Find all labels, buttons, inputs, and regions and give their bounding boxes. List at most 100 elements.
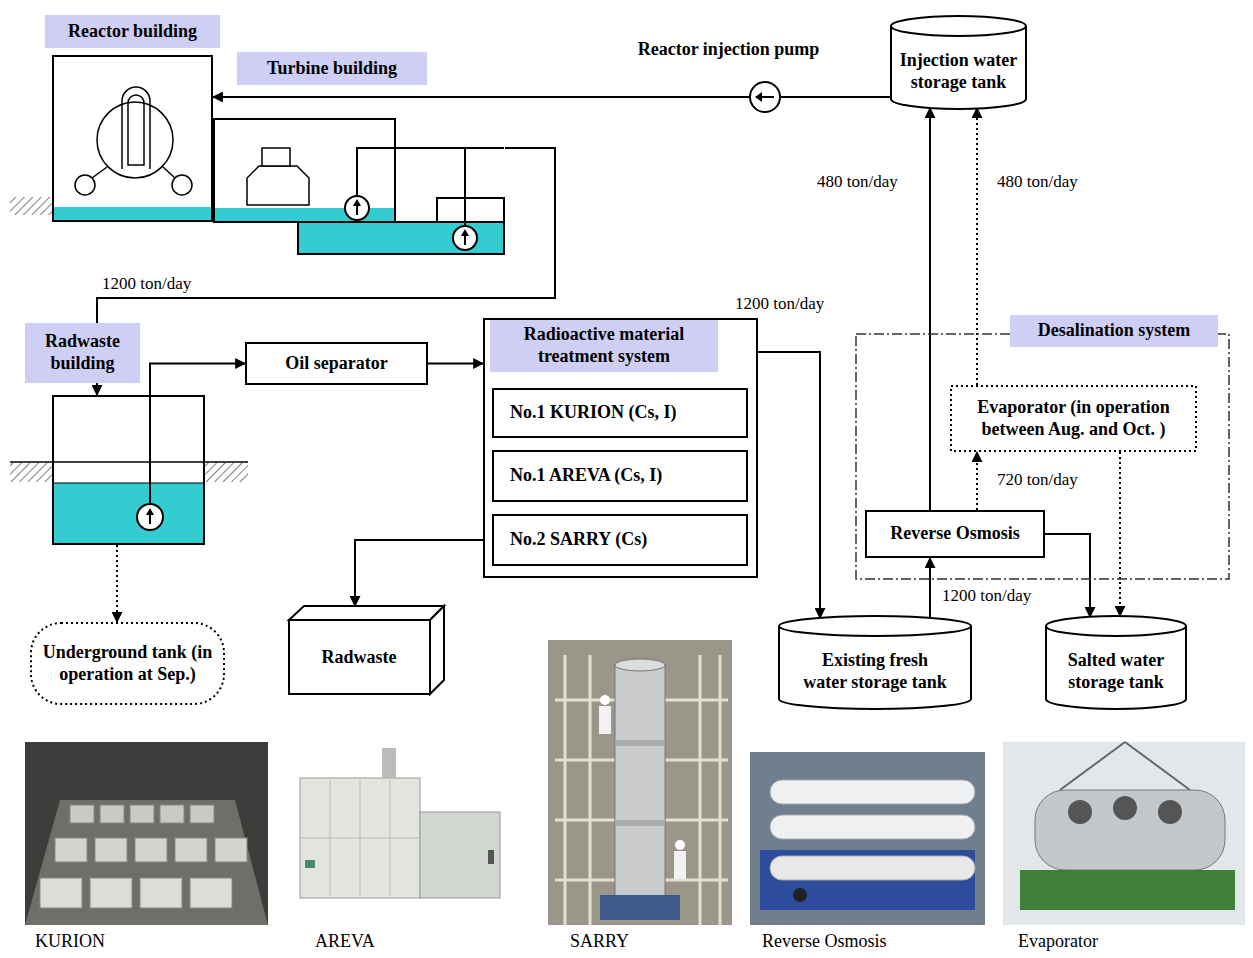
planned-flow-line <box>976 108 978 385</box>
photo-caption: Reverse Osmosis <box>762 931 887 953</box>
worker <box>600 695 610 705</box>
turbine-top <box>262 148 290 166</box>
desalination-system-box: Desalination systemEvaporator (in operat… <box>855 333 1230 580</box>
worker <box>675 840 685 850</box>
box-front <box>289 620 430 694</box>
kurion-vessel <box>135 838 167 862</box>
reactor-building: Reactor building <box>52 55 213 222</box>
box-outline <box>493 389 747 437</box>
flooded-water <box>54 207 211 220</box>
text-area: Underground tank (in operation at Sep.) <box>40 628 215 699</box>
treatment-unit-box: No.2 SARRY (Cs) <box>492 514 748 566</box>
dotted-outline <box>31 623 224 704</box>
text-area: No.1 AREVA (Cs, I) <box>510 454 740 498</box>
box-outline <box>246 343 427 384</box>
areva-logo <box>305 860 315 868</box>
building-label: Turbine building <box>267 58 397 80</box>
turbine-building: Turbine building <box>213 118 505 255</box>
treatment-system-box: Radioactive material treatment systemNo.… <box>483 318 758 578</box>
worker <box>599 706 611 734</box>
pump-symbol <box>750 82 780 112</box>
text-area: Reverse Osmosis <box>871 514 1039 554</box>
process-label: Evaporator (in operation between Aug. an… <box>958 397 1189 440</box>
node-shape <box>749 81 781 113</box>
sarry-band <box>615 820 665 826</box>
scaffold <box>564 655 567 925</box>
flow-line <box>150 364 245 396</box>
kurion-vessel <box>70 805 94 823</box>
ground-line <box>53 461 204 463</box>
ro-frame <box>760 850 975 910</box>
sarry-vessel <box>615 665 665 900</box>
text-area: No.1 KURION (Cs, I) <box>510 392 740 434</box>
sarry-vessel-top <box>615 659 665 671</box>
kurion-photo <box>25 742 268 925</box>
kurion-vessel <box>175 838 207 862</box>
photo-caption: AREVA <box>315 931 375 953</box>
tank-top <box>779 616 971 636</box>
scaffold <box>589 655 592 925</box>
text-area: Oil separator <box>251 346 422 381</box>
areva-handle <box>488 850 494 864</box>
kurion-vessel <box>190 805 214 823</box>
water-surface <box>53 483 204 484</box>
storage-tank: Salted water storage tank <box>1045 615 1187 710</box>
areva-cabinet <box>300 778 420 898</box>
evaporator-photo <box>1003 742 1245 925</box>
planned-flow-line <box>976 452 978 510</box>
turbine-symbol <box>247 166 309 205</box>
kurion-vessel <box>55 838 87 862</box>
node-shape <box>52 395 205 545</box>
tank-label: Underground tank (in operation at Sep.) <box>40 642 215 685</box>
planned-flow-line <box>1119 452 1121 616</box>
heading-plate: Desalination system <box>1010 315 1218 347</box>
node-shape <box>213 118 505 255</box>
ground-hatch <box>10 197 52 215</box>
photo-caption: Evaporator <box>1018 931 1098 953</box>
pump-label: Reactor injection pump <box>638 39 820 61</box>
evaporator-box: Evaporator (in operation between Aug. an… <box>950 385 1197 452</box>
text-area: Injection water storage tank <box>894 39 1023 104</box>
reactor-core <box>128 95 144 165</box>
containment-vessel <box>97 102 173 178</box>
box-side <box>430 606 444 694</box>
kurion-vessel <box>40 878 82 908</box>
system-label: Radioactive material treatment system <box>498 324 710 367</box>
node-shape <box>52 55 213 222</box>
tank-label: Injection water storage tank <box>894 50 1023 93</box>
areva-module <box>420 812 500 898</box>
text-area: Evaporator (in operation between Aug. an… <box>958 389 1189 448</box>
pipe <box>357 148 504 196</box>
photo-caption: SARRY <box>570 931 629 953</box>
reactor-vessel <box>122 87 150 169</box>
kurion-vessel <box>190 878 232 908</box>
tank-top <box>891 16 1026 36</box>
system-label: Desalination system <box>1038 320 1191 342</box>
treatment-unit-box: No.1 AREVA (Cs, I) <box>492 450 748 502</box>
flooded-pit <box>298 222 504 254</box>
sarry-base <box>600 895 680 920</box>
areva-panel-line <box>300 838 420 839</box>
kurion-vessel <box>160 805 184 823</box>
kurion-floor <box>25 800 268 925</box>
evaporator-port <box>1158 800 1182 824</box>
storage-tank: Injection water storage tank <box>890 15 1027 110</box>
storage-tank: Existing fresh water storage tank <box>778 615 972 710</box>
photo-caption: KURION <box>35 931 105 953</box>
kurion-vessel <box>100 805 124 823</box>
unit-label: No.1 KURION (Cs, I) <box>510 402 677 424</box>
pipe <box>464 148 466 226</box>
pump-arrow <box>149 514 151 524</box>
vent-pipe <box>92 167 107 178</box>
tank-body <box>891 26 1026 109</box>
hoist-line <box>1125 742 1190 790</box>
building-outline <box>214 119 395 222</box>
heading-plate: Reactor injection pump <box>622 37 835 63</box>
flow-line <box>781 96 890 98</box>
building-label: Reactor building <box>68 21 197 43</box>
flow-rate-label: 1200 ton/day <box>100 274 193 294</box>
tank-top <box>1046 616 1186 636</box>
pump-arrow-head <box>146 508 154 515</box>
pump-arrow-head <box>353 199 361 206</box>
